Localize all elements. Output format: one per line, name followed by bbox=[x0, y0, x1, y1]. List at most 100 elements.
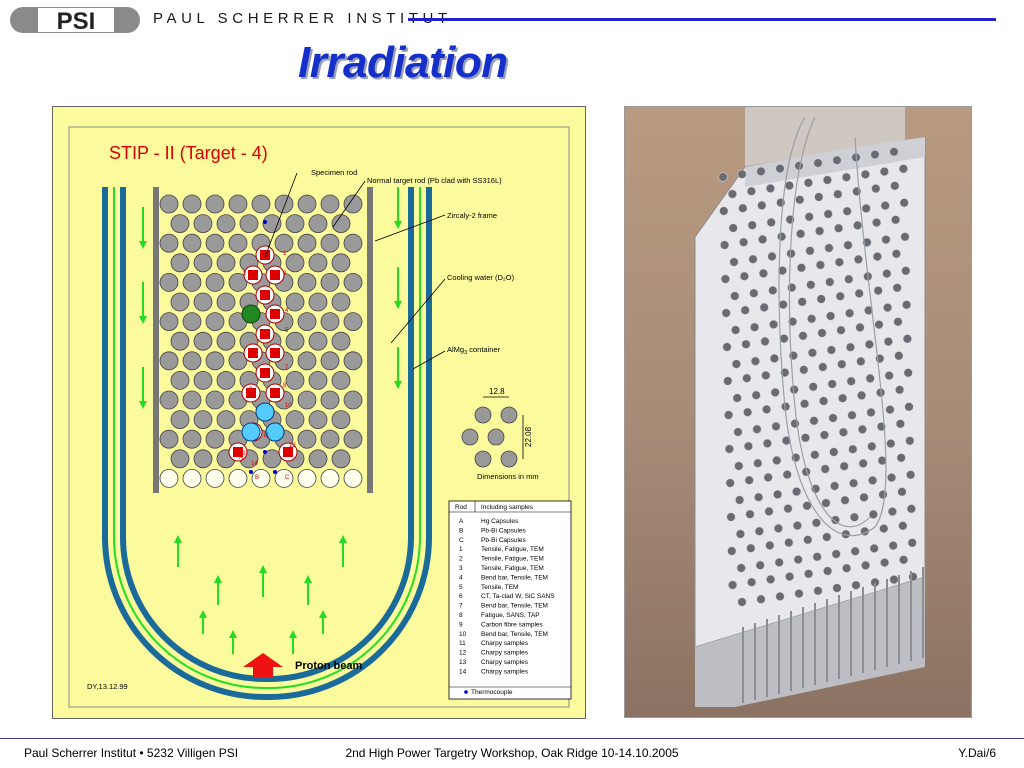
dim-a: 12.8 bbox=[489, 387, 505, 396]
target-rod bbox=[274, 194, 294, 214]
psi-logo: PSI bbox=[10, 7, 140, 35]
table-cell-samples: Charpy samples bbox=[481, 640, 529, 647]
photo-hole bbox=[771, 421, 781, 432]
target-rod bbox=[308, 331, 328, 351]
target-rod bbox=[331, 331, 351, 351]
target-rod bbox=[216, 370, 236, 390]
photo-hole bbox=[849, 478, 859, 488]
rod-mark: 13 bbox=[239, 451, 246, 457]
target-rod bbox=[239, 214, 259, 233]
photo-hole bbox=[754, 492, 764, 502]
photo-hole bbox=[760, 336, 770, 346]
photo-hole bbox=[761, 370, 771, 381]
photo-hole bbox=[734, 495, 745, 505]
target-rod bbox=[193, 449, 213, 469]
photo-hole bbox=[763, 472, 773, 483]
flow-head bbox=[394, 221, 402, 229]
photo-hole bbox=[841, 172, 851, 182]
photo-hole bbox=[855, 322, 865, 332]
photo-hole bbox=[883, 337, 894, 347]
target-rod bbox=[182, 468, 202, 488]
proton-arrow bbox=[243, 653, 283, 677]
photo-hole bbox=[762, 404, 772, 415]
photo-hole bbox=[881, 235, 891, 245]
photo-hole bbox=[868, 475, 878, 486]
proton-label: Proton beam bbox=[295, 660, 362, 672]
rod-mark: 8 bbox=[283, 383, 287, 389]
specimen-insert bbox=[260, 290, 270, 300]
target-rod bbox=[320, 233, 340, 253]
photo-hole bbox=[834, 257, 844, 267]
footer-center: 2nd High Power Targetry Workshop, Oak Ri… bbox=[345, 746, 679, 760]
photo-hole bbox=[773, 489, 783, 500]
water-gap bbox=[113, 187, 421, 689]
photo-hole bbox=[804, 569, 814, 579]
flow-head bbox=[139, 241, 147, 249]
target-rod bbox=[170, 331, 190, 351]
photo-hole bbox=[796, 263, 806, 273]
table-cell-samples: Tensile, Fatigue, TEM bbox=[481, 546, 544, 553]
photo-hole bbox=[836, 325, 846, 335]
photo-hole bbox=[890, 181, 900, 191]
table-cell-rod: 1 bbox=[459, 546, 463, 553]
photo-hole bbox=[807, 348, 817, 358]
photo-hole bbox=[739, 271, 749, 281]
target-rod bbox=[320, 468, 340, 488]
table-cell-rod: 7 bbox=[459, 603, 463, 610]
photo-hole bbox=[752, 424, 762, 434]
photo-hole bbox=[861, 560, 871, 571]
target-rod bbox=[159, 429, 179, 449]
target-rod bbox=[343, 468, 363, 488]
table-cell-samples: Charpy samples bbox=[481, 650, 529, 657]
table-cell-samples: Fatigue, SANS, TAP bbox=[481, 612, 540, 619]
target-rod bbox=[331, 214, 351, 233]
photo-hole bbox=[806, 280, 816, 290]
table-cell-rod: 8 bbox=[459, 612, 463, 619]
table-cell-rod: 10 bbox=[459, 631, 467, 638]
photo-hole bbox=[721, 308, 731, 318]
rod-mark: 7 bbox=[285, 365, 289, 371]
photo-hole bbox=[735, 529, 745, 539]
photo-hole bbox=[850, 546, 860, 556]
target-rod bbox=[343, 272, 363, 292]
target-rod bbox=[343, 233, 363, 253]
photo-hole bbox=[865, 373, 875, 384]
flow-head bbox=[394, 301, 402, 309]
target-rod bbox=[297, 351, 317, 371]
specimen-insert bbox=[270, 348, 280, 358]
target-rod bbox=[193, 370, 213, 390]
photo-hole bbox=[799, 365, 809, 375]
table-cell-rod: 11 bbox=[459, 640, 466, 647]
photo-hole bbox=[720, 274, 730, 284]
rod-mark: 10 bbox=[285, 403, 292, 409]
photo-hole bbox=[858, 458, 868, 469]
photo-hole bbox=[750, 322, 760, 332]
photo-hole bbox=[823, 566, 833, 576]
target-rod bbox=[205, 351, 225, 371]
photo-hole bbox=[861, 203, 871, 213]
thermocouple bbox=[263, 450, 267, 454]
specimen-rod-blue bbox=[265, 422, 285, 442]
photo-hole bbox=[899, 555, 909, 565]
specimen-rod-green bbox=[241, 304, 261, 324]
photo-hole bbox=[904, 402, 914, 412]
target-rod bbox=[228, 233, 248, 253]
photo-hole bbox=[846, 376, 856, 386]
photo-hole bbox=[840, 495, 850, 505]
photo-hole bbox=[832, 155, 842, 165]
flow-head bbox=[139, 401, 147, 409]
photo-hole bbox=[792, 521, 802, 531]
rod-mark: B bbox=[255, 475, 259, 481]
photo-hole bbox=[872, 217, 882, 228]
photo-hole bbox=[830, 481, 840, 491]
rod-mark: 5 bbox=[285, 328, 289, 334]
rod-mark: 9 bbox=[249, 387, 253, 393]
rod-mark: 1 bbox=[283, 251, 287, 257]
photo-hole bbox=[842, 206, 852, 216]
thermocouple-dot bbox=[464, 690, 468, 694]
target-rod bbox=[285, 331, 305, 351]
photo-hole bbox=[766, 217, 776, 227]
photo-hole bbox=[775, 591, 785, 602]
photo-hole bbox=[719, 206, 729, 216]
photo-hole bbox=[764, 506, 774, 517]
